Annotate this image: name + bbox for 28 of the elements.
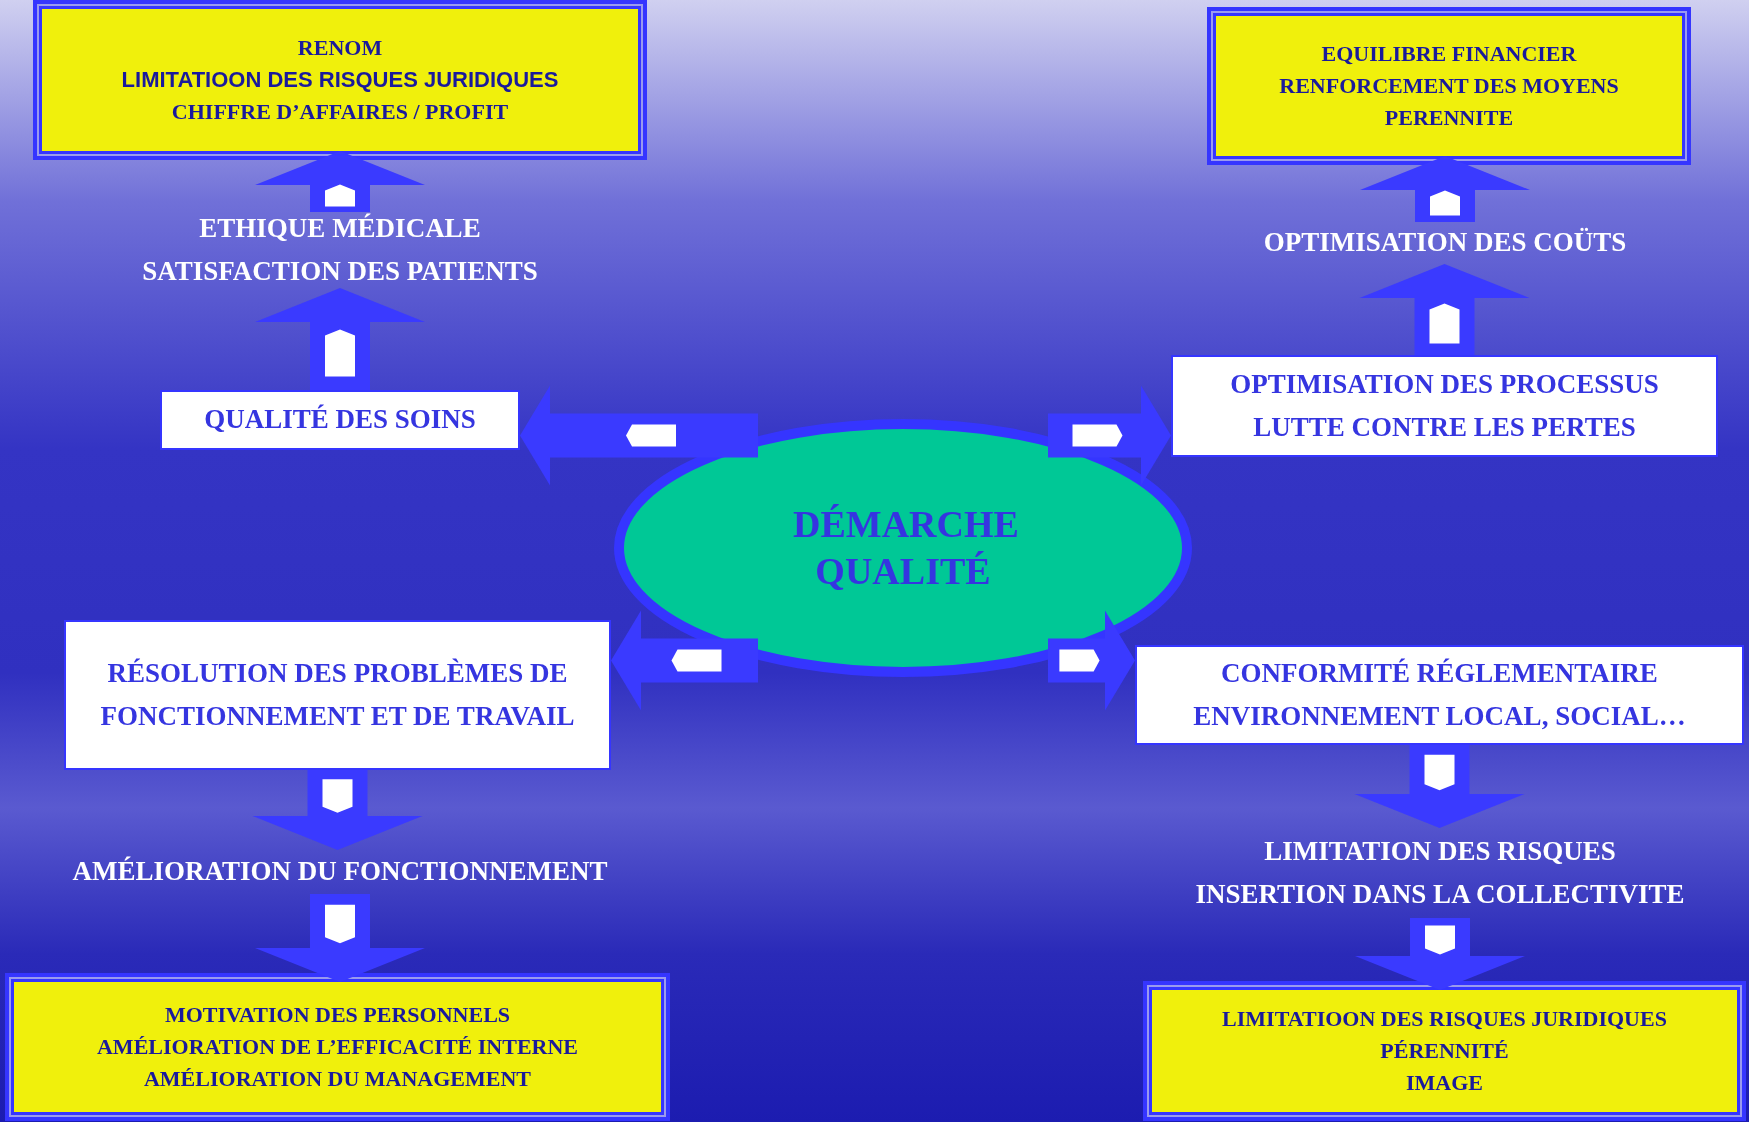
flow-text: INSERTION DANS LA COLLECTIVITE [1195, 878, 1685, 911]
node-label: RENFORCEMENT DES MOYENS [1279, 72, 1619, 101]
node-label: LIMITATIOON DES RISQUES JURIDIQUES [121, 66, 559, 95]
process-box [160, 390, 520, 450]
process-box [1171, 355, 1718, 457]
node-label: PERENNITE [1384, 103, 1514, 132]
flow-text: LIMITATION DES RISQUES [1264, 834, 1616, 868]
node-label: QUALITÉ DES SOINS [204, 403, 476, 437]
node-label: AMÉLIORATION DE L’EFFICACITÉ INTERNE [97, 1033, 578, 1062]
flow-text: SATISFACTION DES PATIENTS [142, 255, 538, 288]
node-label: RENOM [297, 34, 383, 63]
flow-text: AMÉLIORATION DU FONCTIONNEMENT [72, 855, 608, 889]
process-box [64, 620, 611, 770]
node-label: CHIFFRE D’AFFAIRES / PROFIT [171, 97, 509, 126]
node-label: AMÉLIORATION DU MANAGEMENT [143, 1064, 531, 1093]
node-label: IMAGE [1406, 1068, 1483, 1097]
node-label: PÉRENNITÉ [1380, 1037, 1509, 1066]
node-label: CONFORMITÉ RÉGLEMENTAIRE [1221, 656, 1658, 690]
node-label: LIMITATIOON DES RISQUES JURIDIQUES [1222, 1005, 1667, 1034]
flow-text: ETHIQUE MÉDICALE [199, 211, 481, 245]
process-box [1135, 645, 1744, 745]
node-label: ENVIRONNEMENT LOCAL, SOCIAL… [1193, 700, 1686, 733]
node-label: RÉSOLUTION DES PROBLÈMES DE FONCTIONNEMENT ET DE TRAVAIL [99, 656, 576, 733]
node-label: EQUILIBRE FINANCIER [1321, 40, 1577, 69]
node-label: LUTTE CONTRE LES PERTES [1253, 411, 1636, 444]
node-label: MOTIVATION DES PERSONNELS [164, 1001, 511, 1030]
node-label: OPTIMISATION DES PROCESSUS [1230, 367, 1659, 401]
flow-text: OPTIMISATION DES COÜTS [1263, 226, 1627, 260]
